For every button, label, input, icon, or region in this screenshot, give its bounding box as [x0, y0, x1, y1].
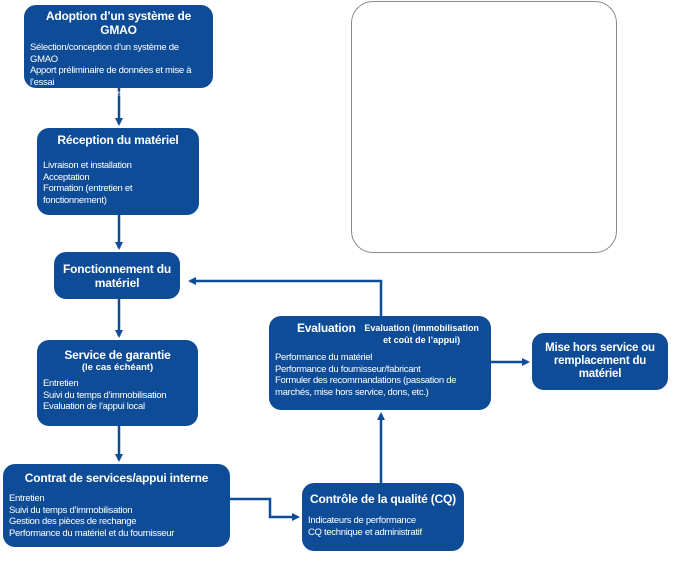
arrow-evaluation-to-fonctionnement	[188, 277, 383, 316]
contrat-item: Entretien	[9, 493, 45, 504]
reception-title: Réception du matériel	[57, 133, 179, 147]
reception-item: Livraison et installation	[43, 160, 132, 171]
reception-materiel-box: Réception du matériel Livraison et insta…	[37, 128, 199, 215]
evaluation-title-note: Evaluation (immobilisation et coût de l’…	[364, 323, 479, 345]
contrat-item: Suivi du temps d’immobilisation	[9, 504, 133, 516]
evaluation-item: Performance du fournisseur/fabricant	[275, 363, 421, 375]
contrat-title: Contrat de services/appui interne	[24, 471, 209, 485]
evaluation-box: Evaluation Evaluation (immobilisation et…	[269, 316, 491, 410]
adoption-item: Apport préliminaire de données et mise à…	[30, 65, 192, 88]
adoption-item: Sélection/conception d’un système de GMA…	[30, 42, 179, 65]
evaluation-item: Formuler des recommandations (passation …	[275, 375, 457, 398]
adoption-item: Apport final de données et mise en œuvre	[30, 88, 195, 99]
mise-hors-service-box: Mise hors service ou remplacement du mat…	[532, 333, 668, 390]
misehors-title: Mise hors service ou remplacement du mat…	[545, 342, 655, 380]
evaluation-item: Performance du matériel	[275, 352, 373, 363]
garantie-item: Evaluation de l’appui local	[43, 401, 145, 412]
evaluation-title: Evaluation	[297, 321, 356, 335]
arrow-contrat-to-controle	[230, 497, 300, 521]
controle-qualite-box: Contrôle de la qualité (CQ) Indicateurs …	[302, 483, 464, 551]
garantie-title: Service de garantie	[64, 348, 171, 362]
garantie-item: Suivi du temps d’immobilisation	[43, 389, 167, 401]
adoption-gmao-box: Adoption d’un système de GMAO Sélection/…	[24, 5, 213, 99]
reception-item: Acceptation	[43, 171, 90, 183]
reception-item: Formation (entretien et fonctionnement)	[43, 183, 133, 206]
controle-title: Contrôle de la qualité (CQ)	[310, 492, 456, 506]
fonctionnement-title: Fonctionnement du matériel	[63, 261, 171, 290]
garantie-subtitle: (le cas échéant)	[81, 362, 154, 373]
controle-item: Indicateurs de performance	[308, 515, 416, 526]
contrat-item: Gestion des pièces de rechange	[9, 516, 137, 527]
fonctionnement-materiel-box: Fonctionnement du matériel	[54, 252, 180, 299]
empty-placeholder-frame	[351, 1, 617, 253]
service-garantie-box: Service de garantie (le cas échéant) Ent…	[37, 340, 198, 426]
contrat-services-box: Contrat de services/appui interne Entret…	[3, 464, 230, 547]
garantie-item: Entretien	[43, 378, 79, 389]
controle-item: CQ technique et administratif	[308, 526, 422, 538]
adoption-title: Adoption d’un système de GMAO	[45, 9, 192, 37]
contrat-item: Performance du matériel et du fournisseu…	[9, 527, 175, 539]
